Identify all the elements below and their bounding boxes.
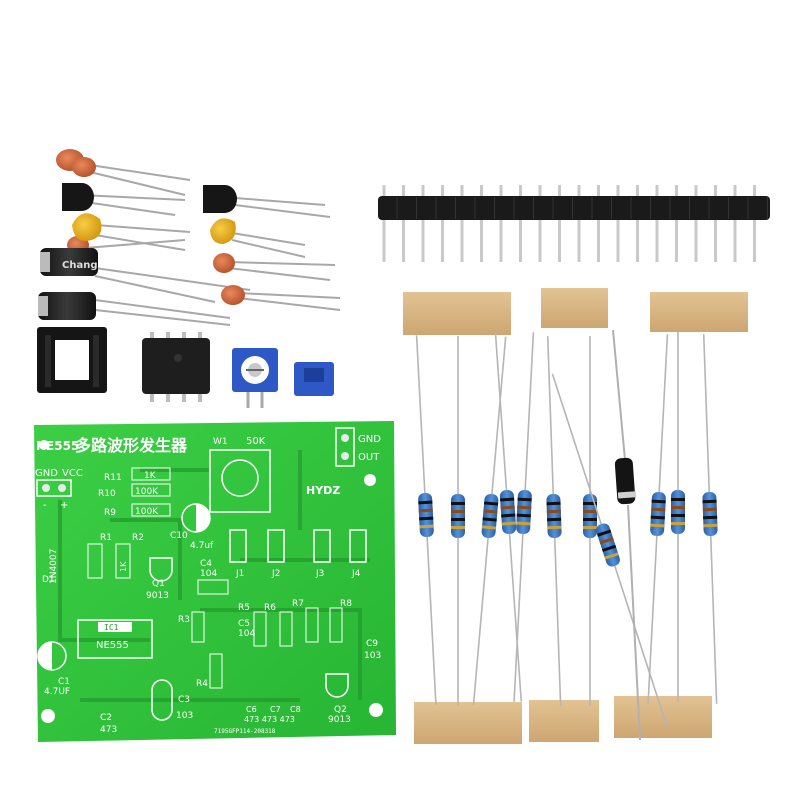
- svg-text:7195GFP114-208318: 7195GFP114-208318: [214, 728, 276, 735]
- svg-text:J1: J1: [235, 569, 244, 579]
- pcb-pot-value: 50K: [246, 436, 266, 447]
- svg-text:1K: 1K: [119, 561, 128, 572]
- resistor: [513, 332, 535, 702]
- svg-text:Q2: Q2: [334, 705, 347, 715]
- svg-text:R11: R11: [104, 473, 122, 483]
- resistor: [451, 336, 465, 706]
- svg-text:1N4007: 1N4007: [49, 549, 59, 584]
- tape-strip: [614, 696, 712, 738]
- pcb-out-out: OUT: [358, 452, 380, 463]
- transistor-to92: [62, 183, 94, 211]
- svg-text:C7: C7: [270, 705, 281, 714]
- electrolytic-capacitor: [38, 292, 96, 320]
- svg-text:Chang: Chang: [62, 260, 97, 271]
- svg-text:104: 104: [200, 569, 217, 579]
- svg-text:100K: 100K: [135, 507, 159, 517]
- svg-text:473 473 473: 473 473 473: [244, 715, 295, 724]
- polyester-capacitor: [210, 218, 236, 244]
- pcb-plus: +: [60, 500, 68, 511]
- svg-text:NE555: NE555: [96, 640, 129, 651]
- pcb-vcc-label: VCC: [62, 468, 83, 479]
- resistor: [647, 334, 669, 704]
- svg-text:104: 104: [238, 629, 255, 639]
- diode-1n4007: [612, 329, 641, 741]
- svg-text:Q1: Q1: [152, 579, 165, 589]
- svg-text:C1: C1: [58, 677, 70, 687]
- tape-strips: [403, 288, 748, 744]
- ceramic-capacitor: [213, 253, 235, 273]
- svg-text:D1: D1: [42, 575, 55, 585]
- ne555-chip: [142, 332, 210, 402]
- svg-text:C3: C3: [178, 695, 190, 705]
- jumper-cap: [294, 362, 334, 396]
- svg-text:9013: 9013: [146, 591, 169, 601]
- svg-text:C2: C2: [100, 713, 112, 723]
- svg-text:R5: R5: [238, 603, 250, 613]
- ic-socket: [37, 327, 107, 393]
- pcb-board: NE555 多路波形发生器 GND VCC - + W1 50K GND OUT…: [34, 421, 396, 742]
- svg-text:C4: C4: [200, 559, 212, 569]
- resistor: [551, 373, 668, 726]
- svg-text:C5: C5: [238, 619, 250, 629]
- tape-strip: [414, 702, 522, 744]
- transistor-to92: [203, 185, 237, 213]
- svg-text:J2: J2: [271, 569, 280, 579]
- svg-text:J4: J4: [351, 569, 361, 579]
- trimmer-potentiometer: [232, 348, 278, 408]
- loose-components-group: Chang: [37, 149, 341, 408]
- svg-text:R6: R6: [264, 603, 276, 613]
- svg-text:R10: R10: [98, 489, 116, 499]
- svg-text:103: 103: [364, 651, 381, 661]
- svg-text:4.7uf: 4.7uf: [190, 541, 214, 551]
- polyester-capacitor: [72, 213, 102, 241]
- svg-text:100K: 100K: [135, 487, 159, 497]
- tape-strip: [541, 288, 608, 328]
- tape-strip: [650, 292, 748, 332]
- pcb-gnd-label: GND: [35, 468, 58, 479]
- resistor-set: [415, 332, 718, 726]
- pcb-w1: W1: [213, 437, 228, 447]
- pcb-title-prefix: NE555: [36, 439, 79, 453]
- svg-text:9013: 9013: [328, 715, 351, 725]
- svg-text:R9: R9: [104, 508, 116, 518]
- svg-text:4.7UF: 4.7UF: [44, 687, 70, 697]
- resistor: [702, 334, 718, 704]
- pcb-hydz: HYDZ: [306, 484, 340, 497]
- tape-strip: [403, 292, 511, 335]
- svg-text:473: 473: [100, 725, 117, 735]
- electrolytic-capacitor: Chang: [40, 248, 98, 276]
- svg-text:R7: R7: [292, 599, 304, 609]
- pcb-title-cn: 多路波形发生器: [75, 436, 188, 455]
- pcb-minus: -: [43, 500, 47, 511]
- pcb-out-gnd: GND: [358, 434, 381, 445]
- svg-text:C6: C6: [246, 705, 257, 714]
- svg-text:R1: R1: [100, 533, 112, 543]
- svg-text:R2: R2: [132, 533, 144, 543]
- svg-text:C8: C8: [290, 705, 301, 714]
- resistor: [583, 336, 597, 706]
- resistor: [415, 335, 437, 705]
- ceramic-capacitor: [221, 285, 245, 305]
- resistor: [546, 336, 562, 706]
- svg-text:C9: C9: [366, 639, 378, 649]
- resistor: [671, 332, 685, 702]
- tape-strip: [529, 700, 599, 742]
- ceramic-capacitor: [72, 157, 96, 177]
- svg-text:1K: 1K: [144, 471, 157, 481]
- svg-text:C10: C10: [170, 531, 188, 541]
- svg-text:R8: R8: [340, 599, 352, 609]
- pin-header: [378, 185, 770, 262]
- svg-text:J3: J3: [315, 569, 324, 579]
- svg-text:103: 103: [176, 711, 193, 721]
- svg-text:IC1: IC1: [104, 623, 119, 632]
- svg-text:R4: R4: [196, 679, 208, 689]
- svg-text:R3: R3: [178, 615, 190, 625]
